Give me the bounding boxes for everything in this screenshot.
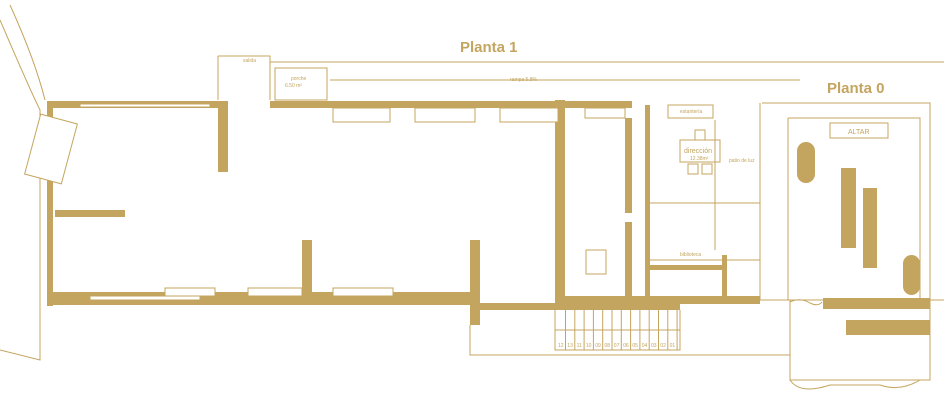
- ramp-label: rampa 5.8%: [510, 77, 538, 83]
- stair-number: 07: [614, 343, 620, 349]
- outline-lines: [217, 55, 944, 356]
- site-boundary: [9, 4, 46, 101]
- office-furniture: [650, 103, 944, 301]
- storage-label: almacén: [427, 297, 446, 303]
- library-label: biblioteca: [680, 252, 701, 258]
- floor1-title: Planta 1: [460, 39, 518, 56]
- floor0-title: Planta 0: [827, 80, 885, 97]
- walls-floor1: [47, 100, 760, 325]
- stair-number: 05: [632, 343, 638, 349]
- stair-number: 12: [558, 343, 564, 349]
- altar-box: [829, 122, 889, 139]
- exit-label: salida: [243, 58, 256, 64]
- windows: [24, 67, 626, 301]
- stair-number: 13: [567, 343, 573, 349]
- shelf-label: estantería: [680, 109, 702, 115]
- stair-number: 04: [642, 343, 648, 349]
- stair-number: 10: [586, 343, 592, 349]
- stair-number: 11: [577, 343, 582, 349]
- stair-number: 08: [605, 343, 611, 349]
- office-label: dirección: [684, 148, 712, 155]
- site-boundary: [0, 19, 41, 361]
- walls-floor0: [762, 102, 931, 390]
- porch-label: porche: [291, 76, 307, 82]
- stair-number: 09: [595, 343, 601, 349]
- office-area: 12.38m²: [690, 156, 709, 162]
- porch-area: 6.50 m²: [285, 83, 302, 89]
- stair-number: 01: [670, 343, 676, 349]
- stair-number: 03: [651, 343, 657, 349]
- skylight-label: patio de luz: [729, 158, 755, 164]
- stair-number: 06: [623, 343, 629, 349]
- stair-number: 02: [660, 343, 666, 349]
- altar-label: ALTAR: [848, 129, 870, 136]
